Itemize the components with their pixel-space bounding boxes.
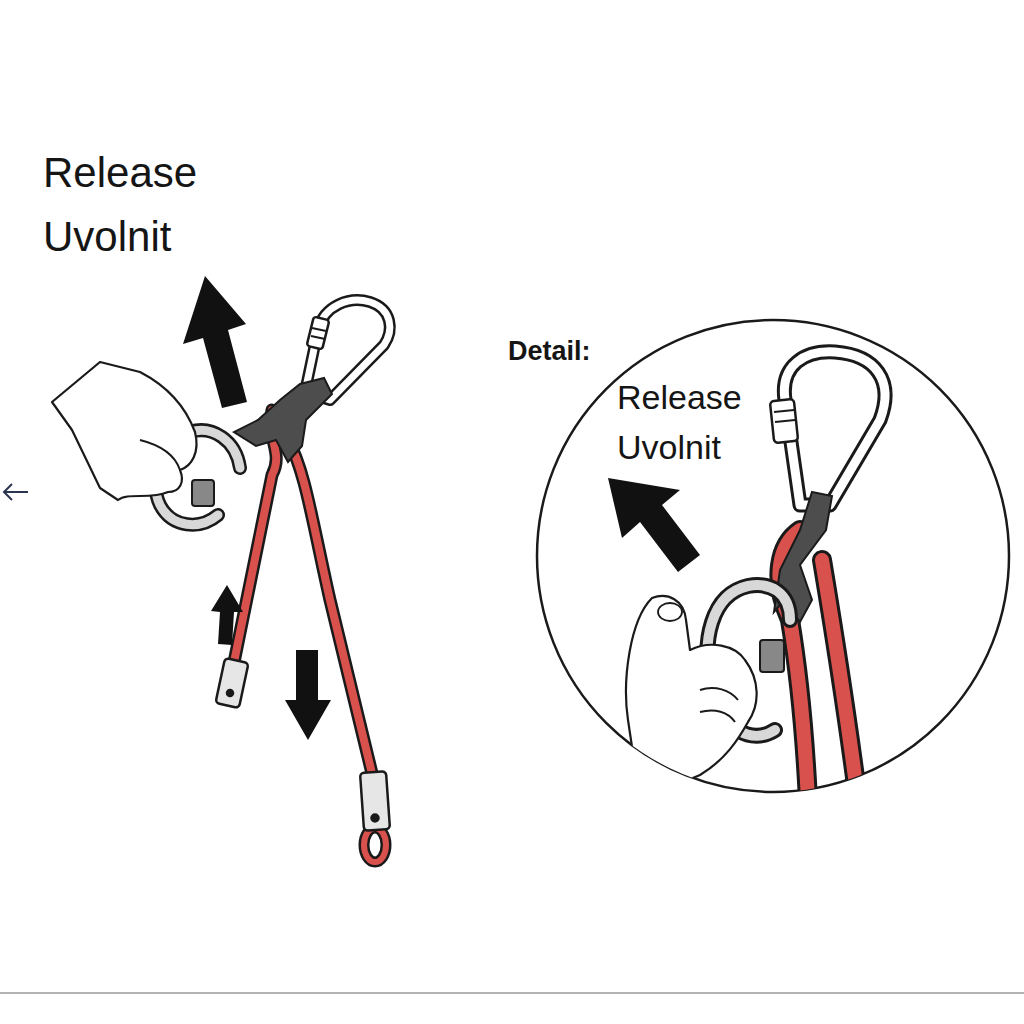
detail-heading: Detail:	[508, 337, 591, 367]
action-label: Uvolnit	[617, 429, 721, 466]
action-label: Release	[43, 150, 197, 196]
direction-arrow	[211, 585, 243, 645]
belay-device	[234, 378, 332, 462]
direction-arrow	[183, 276, 247, 408]
direction-arrow	[608, 478, 700, 572]
action-label: Uvolnit	[43, 214, 171, 260]
hand	[626, 596, 757, 800]
action-label: Release	[617, 379, 742, 416]
page-arrow	[4, 484, 28, 500]
direction-arrow	[285, 650, 331, 740]
page-rule	[0, 992, 1024, 994]
carabiner	[770, 352, 885, 505]
hand	[52, 362, 197, 500]
